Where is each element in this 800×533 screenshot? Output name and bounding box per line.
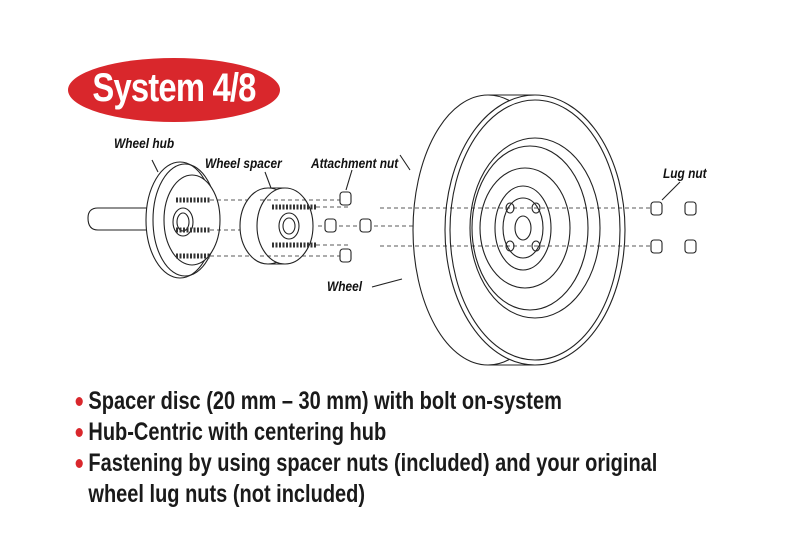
lug-nuts (650, 181, 697, 254)
feature-text-continued: wheel lug nuts (not included) (88, 480, 366, 508)
wheel-spacer-drawing (239, 171, 428, 265)
feature-item: Fastening by using spacer nuts (included… (74, 448, 657, 510)
red-ellipse (68, 58, 280, 122)
feature-text: Spacer disc (20 mm – 30 mm) with bolt on… (88, 387, 562, 415)
feature-item: Spacer disc (20 mm – 30 mm) with bolt on… (74, 386, 657, 417)
wheel-drawing (371, 94, 650, 366)
bullet-dot (75, 459, 83, 468)
label-wheel: Wheel (327, 278, 363, 294)
label-lug-nut: Lug nut (663, 165, 707, 181)
feature-text: Hub-Centric with centering hub (88, 418, 387, 446)
system-title: System 4/8 (92, 66, 256, 110)
exploded-wheel-diagram (87, 94, 697, 366)
label-attachment-nut: Attachment nut (311, 155, 399, 171)
label-wheel-spacer: Wheel spacer (205, 155, 282, 171)
wheel-hub-drawing (145, 159, 260, 279)
feature-text: Fastening by using spacer nuts (included… (88, 449, 658, 477)
feature-list: Spacer disc (20 mm – 30 mm) with bolt on… (74, 386, 800, 510)
bullet-dot (75, 397, 83, 406)
system-title-badge: System 4/8 (68, 58, 280, 122)
bullet-dot (75, 428, 83, 437)
label-wheel-hub: Wheel hub (114, 135, 175, 151)
feature-item: Hub-Centric with centering hub (74, 417, 657, 448)
attachment-nuts (324, 169, 372, 263)
axle-shaft (87, 207, 150, 231)
